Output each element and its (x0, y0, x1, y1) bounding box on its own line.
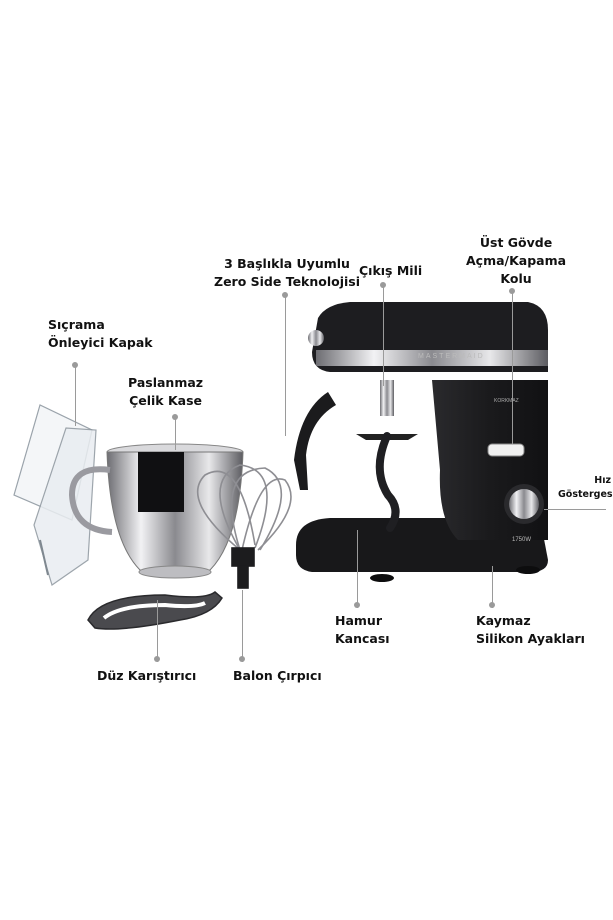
label-dough-hook: Hamur Kancası (335, 613, 390, 646)
label-flat-beater: Düz Karıştırıcı (97, 668, 197, 683)
label-zero-side: 3 Başlıkla Uyumlu Zero Side Teknolojisi (214, 256, 361, 289)
leader-feet (492, 566, 493, 608)
leader-head-lever (512, 292, 513, 444)
brand-logo-text: MASTERMAID (418, 353, 485, 360)
stand-mixer (294, 302, 548, 582)
leader-flat-beater (157, 600, 158, 662)
label-whisk: Balon Çırpıcı (233, 668, 322, 683)
leader-speed (544, 509, 606, 510)
leader-splash-guard (75, 366, 76, 426)
leader-dough-hook (357, 530, 358, 608)
leader-zero-side (285, 296, 286, 436)
sub-brand-text: KORKMAZ (494, 398, 519, 404)
label-speed: Hız Göstergesi (558, 475, 613, 500)
leader-dot-flat-beater (154, 656, 160, 662)
leader-bowl (175, 418, 176, 450)
power-text: 1750W (512, 537, 532, 543)
leader-whisk (242, 590, 243, 662)
label-splash-guard: Sıçrama Önleyici Kapak (48, 317, 153, 350)
balloon-whisk (196, 464, 292, 589)
leader-dot-head-lever (509, 288, 515, 294)
leader-dot-whisk (239, 656, 245, 662)
steel-bowl (68, 443, 244, 579)
label-head-lever: Üst Gövde Açma/Kapama Kolu (466, 235, 567, 286)
label-bowl: Paslanmaz Çelik Kase (128, 375, 204, 408)
leader-dot-bowl (172, 414, 178, 420)
flat-beater (87, 591, 223, 630)
leader-output-shaft (383, 286, 384, 386)
leader-dot-dough-hook (354, 602, 360, 608)
splash-guard (13, 404, 97, 586)
leader-dot-splash-guard (72, 362, 78, 368)
leader-dot-output-shaft (380, 282, 386, 288)
leader-dot-feet (489, 602, 495, 608)
leader-dot-zero-side (282, 292, 288, 298)
label-feet: Kaymaz Silikon Ayakları (476, 613, 585, 646)
label-output-shaft: Çıkış Mili (359, 263, 423, 278)
